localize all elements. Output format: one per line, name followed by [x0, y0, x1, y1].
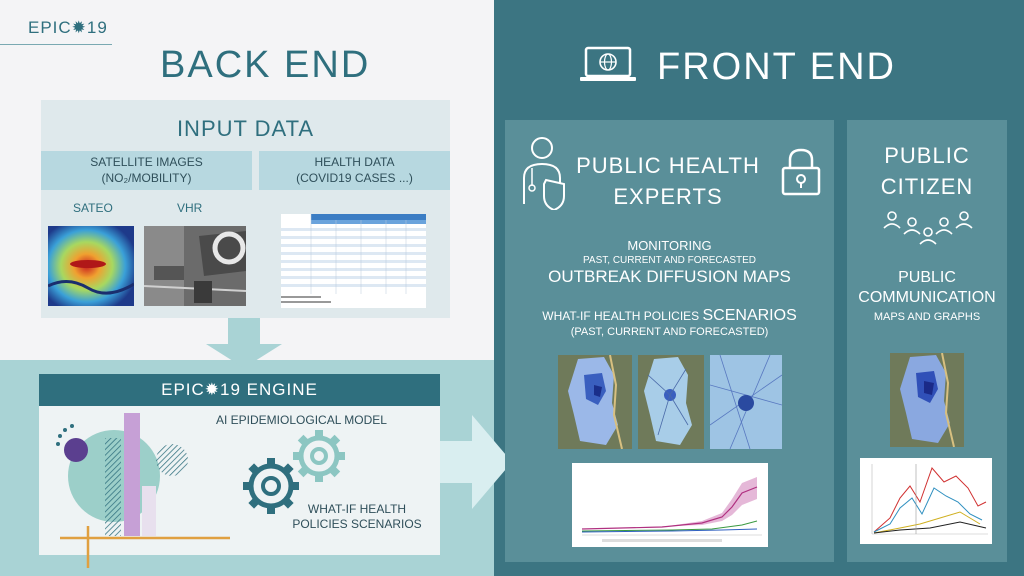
vhr-satellite-image [144, 226, 246, 306]
down-arrow [206, 318, 282, 368]
scenarios-label: WHAT-IF HEALTH POLICIES SCENARIOS [505, 307, 834, 325]
ai-model-label: AI EPIDEMIOLOGICAL MODEL [216, 413, 387, 427]
logo: EPIC✹19 [28, 18, 108, 37]
experts-title-line2: EXPERTS [613, 184, 723, 209]
citizen-title: PUBLIC CITIZEN [847, 140, 1007, 202]
citizen-communication-label: COMMUNICATION [858, 289, 996, 306]
sateo-no2-image [48, 226, 134, 306]
citizen-title-line2: CITIZEN [880, 174, 974, 199]
logo-underline [0, 44, 112, 45]
whatif-label: WHAT-IF HEALTH POLICIES SCENARIOS [292, 502, 422, 532]
satellite-tag-line1: SATELLITE IMAGES [90, 155, 203, 169]
health-tag-line2: (COVID19 CASES ...) [296, 171, 413, 185]
whatif-line1: WHAT-IF HEALTH [307, 502, 407, 516]
engine-title: EPIC✹19 ENGINE [39, 374, 440, 406]
outbreak-map-2 [638, 355, 704, 449]
scenarios-big: SCENARIOS [702, 307, 797, 324]
health-data-table-thumbnail [281, 214, 426, 308]
vhr-label: VHR [177, 201, 203, 215]
satellite-images-tag: SATELLITE IMAGES (NO₂/MOBILITY) [41, 151, 252, 190]
scenarios-prefix: WHAT-IF HEALTH POLICIES [542, 309, 703, 323]
gears-icon [241, 428, 351, 520]
outbreak-label: OUTBREAK DIFFUSION MAPS [548, 267, 791, 286]
health-data-tag: HEALTH DATA (COVID19 CASES ...) [259, 151, 450, 190]
outbreak-map-1 [558, 355, 632, 449]
satellite-tag-line2: (NO₂/MOBILITY) [101, 171, 192, 185]
laptop-globe-icon [578, 46, 638, 84]
forecast-line-chart [572, 463, 768, 547]
outbreak-map-3 [710, 355, 782, 449]
monitoring-label: MONITORING [627, 238, 712, 253]
front-end-title: FRONT END [657, 46, 896, 88]
citizen-public-label: PUBLIC [898, 269, 956, 286]
doctor-icon [522, 134, 566, 212]
monitoring-sub: PAST, CURRENT AND FORECASTED [583, 255, 756, 266]
back-end-title: BACK END [160, 44, 371, 86]
experts-title-line1: PUBLIC HEALTH [576, 153, 760, 178]
citizen-title-line1: PUBLIC [884, 143, 970, 168]
sateo-label: SATEO [73, 201, 113, 215]
citizen-map [890, 353, 964, 447]
whatif-line2: POLICIES SCENARIOS [292, 517, 422, 531]
experts-title: PUBLIC HEALTH EXPERTS [568, 150, 768, 212]
input-data-title: INPUT DATA [176, 116, 315, 141]
people-group-icon [880, 208, 976, 250]
citizen-maps-graphs-label: MAPS AND GRAPHS [873, 311, 981, 323]
lock-icon [781, 148, 821, 196]
citizen-line-chart [860, 458, 992, 544]
health-tag-line1: HEALTH DATA [314, 155, 395, 169]
right-arrow [440, 415, 512, 509]
engine-illustration [50, 408, 240, 568]
scenarios-sub: (PAST, CURRENT AND FORECASTED) [570, 326, 769, 338]
